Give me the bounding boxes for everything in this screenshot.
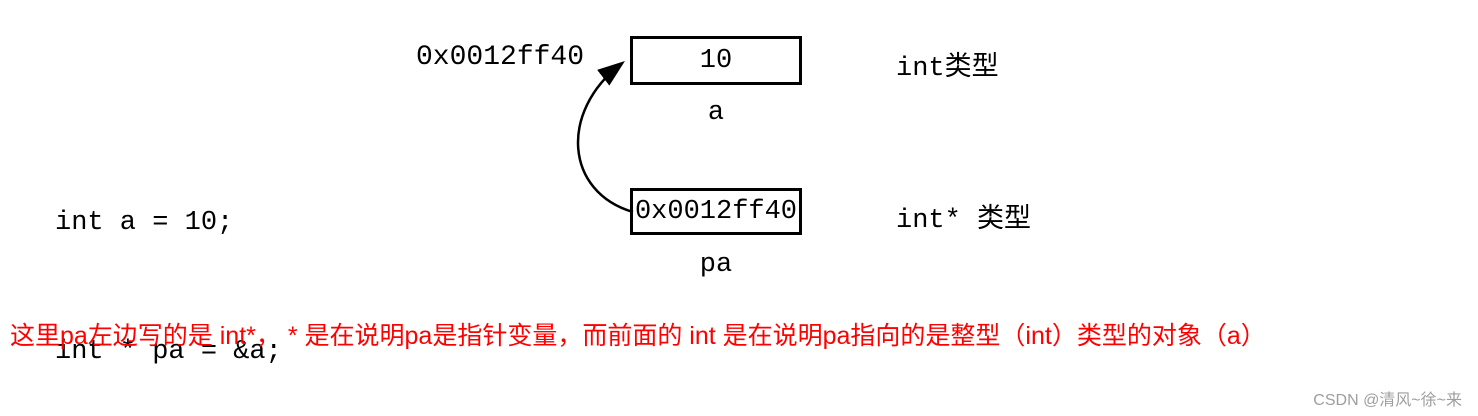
- code-line-2: int * pa = &a;: [55, 337, 282, 367]
- code-snippet: int a = 10; int * pa = &a;: [55, 116, 282, 416]
- watermark: CSDN @清风~徐~来: [1313, 392, 1462, 409]
- variable-label-a: a: [707, 98, 725, 128]
- variable-label-pa: pa: [699, 250, 733, 280]
- memory-box-pa: 0x0012ff40: [630, 188, 802, 235]
- memory-box-a: 10: [630, 36, 802, 85]
- type-label-int: int类型: [896, 54, 999, 84]
- type-label-int-pointer: int* 类型: [896, 206, 1032, 236]
- explanation-note: 这里pa左边写的是 int*， * 是在说明pa是指针变量，而前面的 int 是…: [10, 322, 1266, 350]
- address-label: 0x0012ff40: [416, 42, 585, 73]
- memory-box-pa-value: 0x0012ff40: [634, 196, 798, 227]
- pointer-arrow-icon: [576, 60, 634, 214]
- memory-box-a-value: 10: [699, 45, 733, 76]
- code-line-1: int a = 10;: [55, 208, 234, 238]
